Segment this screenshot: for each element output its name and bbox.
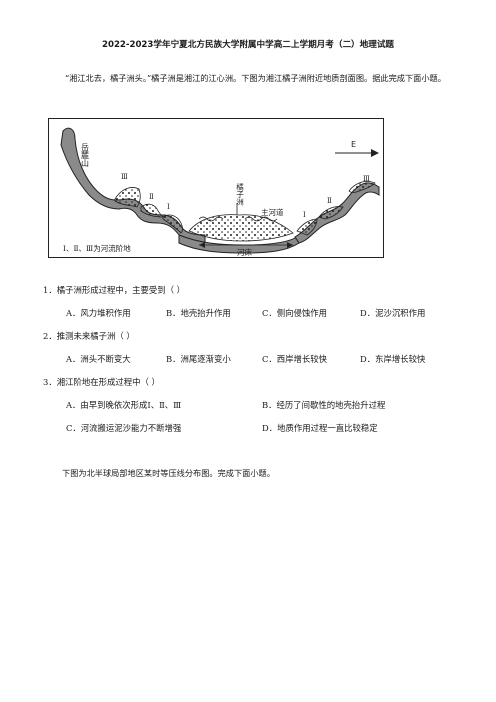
- terrace-label: Ⅲ: [363, 175, 370, 183]
- question-2-option-c: C．西岸增长较快: [262, 354, 328, 364]
- question-1-stem: 1．橘子洲形成过程中，主要受到（ ）: [43, 285, 185, 295]
- question-2-stem: 2．推测未来橘子洲（ ）: [43, 331, 135, 341]
- direction-label: E: [351, 140, 356, 149]
- cross-section-diagram: 岳麓山 橘子洲 主河道 河床 E Ⅰ、Ⅱ、Ⅲ为河流阶地 Ⅲ Ⅱ Ⅰ Ⅰ Ⅱ Ⅲ: [60, 127, 380, 257]
- island-label: 橘子洲: [235, 182, 244, 206]
- terrace-label: Ⅰ: [167, 203, 170, 211]
- riverbed-label: 河床: [237, 247, 252, 257]
- water-surface: [198, 216, 278, 222]
- terrace-sediment-left-ii: [140, 203, 164, 218]
- mountain-label: 岳麓山: [81, 142, 90, 168]
- riverbed-arrow-right-head: [287, 242, 293, 248]
- question-2-option-a: A．洲头不断变大: [66, 354, 131, 364]
- question-3-option-c: C．河流搬运泥沙能力不断增强: [66, 423, 182, 433]
- terrace-label: Ⅱ: [149, 193, 154, 201]
- question-1-option-a: A．风力堆积作用: [66, 308, 131, 318]
- east-arrow-head: [371, 149, 379, 157]
- question-2-option-b: B．洲尾逐渐变小: [166, 354, 231, 364]
- legend-note: Ⅰ、Ⅱ、Ⅲ为河流阶地: [63, 243, 131, 253]
- question-1-option-c: C．侧向侵蚀作用: [262, 308, 328, 318]
- question-3-stem: 3．湘江阶地在形成过程中（ ）: [43, 377, 160, 387]
- terrace-label: Ⅱ: [327, 197, 332, 205]
- main-channel-label: 主河道: [261, 207, 284, 217]
- terrace-sediment-right-i: [296, 218, 318, 236]
- question-3-option-a: A．由早到晚依次形成Ⅰ、Ⅱ、Ⅲ: [66, 400, 182, 410]
- next-section-intro: 下图为北半球局部地区某时等压线分布图。完成下面小题。: [62, 468, 275, 478]
- terrace-sediment-right-iii: [348, 181, 376, 193]
- riverbed-arrow-left-head: [199, 242, 205, 248]
- question-3-option-b: B．经历了间歇性的地壳抬升过程: [262, 400, 386, 410]
- question-1-option-b: B．地壳抬升作用: [166, 308, 231, 318]
- geologic-cross-section-figure: 岳麓山 橘子洲 主河道 河床 E Ⅰ、Ⅱ、Ⅲ为河流阶地 Ⅲ Ⅱ Ⅰ Ⅰ Ⅱ Ⅲ: [48, 118, 384, 258]
- question-1-option-d: D．泥沙沉积作用: [360, 308, 426, 318]
- left-mountain-slope: [60, 127, 206, 244]
- terrace-sediment-right-ii: [318, 206, 344, 220]
- terrace-label: Ⅲ: [121, 173, 128, 181]
- island-sediment: [188, 214, 294, 242]
- page-title: 2022-2023学年宁夏北方民族大学附属中学高二上学期月考（二）地理试题: [101, 40, 395, 50]
- terrace-sediment-left-i: [162, 214, 183, 234]
- intro-paragraph: “湘江北去，橘子洲头。”橘子洲是湘江的江心洲。下图为湘江橘子洲附近地质剖面图。据…: [65, 73, 446, 83]
- question-3-option-d: D．地质作用过程一直比较稳定: [262, 423, 378, 433]
- terrace-sediment-left-iii: [114, 187, 141, 208]
- question-2-option-d: D．东岸增长较快: [360, 354, 426, 364]
- terrace-label: Ⅰ: [303, 211, 306, 219]
